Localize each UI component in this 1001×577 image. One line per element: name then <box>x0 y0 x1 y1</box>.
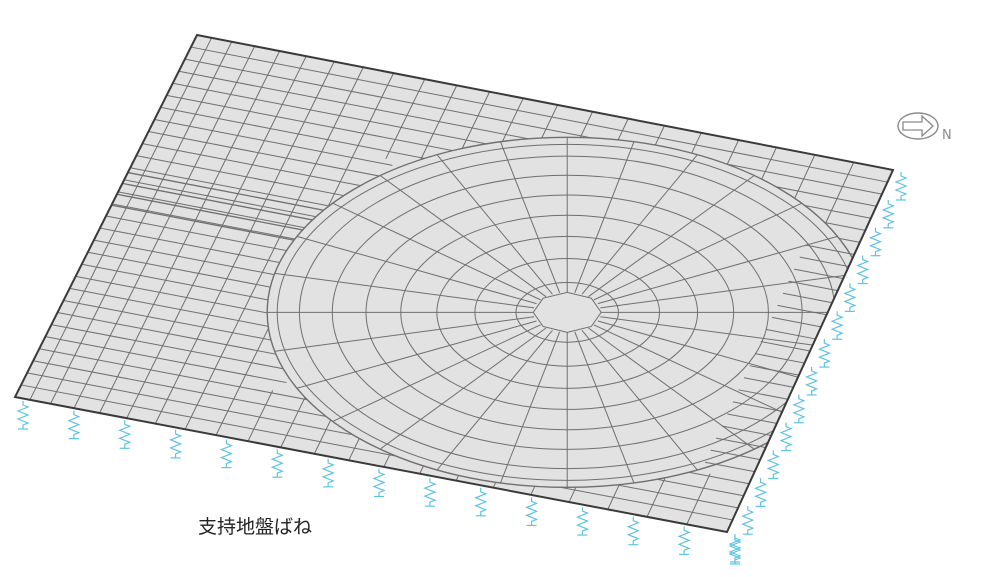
ground-spring <box>372 468 386 497</box>
support-spring-caption: 支持地盤ばね <box>198 516 313 538</box>
ground-spring <box>856 255 870 284</box>
mesh-line-longitudinal <box>51 324 293 371</box>
ground-spring <box>881 199 895 228</box>
mesh-line-longitudinal <box>749 365 800 376</box>
mesh-line-longitudinal <box>63 299 305 347</box>
mesh-line-longitudinal <box>766 328 816 340</box>
ground-spring <box>16 401 30 429</box>
mesh-line-longitudinal <box>142 143 381 190</box>
ground-spring <box>741 506 755 535</box>
ground-spring <box>868 227 883 256</box>
mesh-radial-line <box>588 327 755 450</box>
mesh-radial-line <box>436 330 553 471</box>
mesh-line-transverse <box>417 85 458 166</box>
ground-spring <box>843 283 857 312</box>
mesh-radial-line <box>574 141 635 294</box>
ground-spring <box>792 394 806 423</box>
slab-edge <box>13 33 895 534</box>
mesh-radial-line <box>574 331 635 484</box>
ground-spring <box>817 339 832 368</box>
circle-mesh-group <box>266 136 868 489</box>
mesh-line-transverse <box>385 78 426 160</box>
mesh-line-longitudinal <box>154 118 393 166</box>
ground-spring <box>168 429 183 458</box>
mesh-line-longitudinal <box>45 336 287 384</box>
compass-label: N <box>942 128 952 143</box>
mesh-radial-line <box>600 272 860 309</box>
ground-spring <box>779 422 793 451</box>
mesh-radial-line <box>274 272 535 309</box>
mesh-radial-line <box>332 324 541 422</box>
mesh-line-longitudinal <box>799 256 849 268</box>
ground-spring <box>67 410 81 439</box>
mesh-radial-line <box>499 331 561 484</box>
ground-spring <box>219 439 234 468</box>
mesh-line-longitudinal <box>738 389 788 400</box>
circular-mesh-zone <box>266 136 868 489</box>
ground-spring <box>804 366 819 395</box>
mesh-line-longitudinal <box>704 461 755 473</box>
north-arrow-icon: N <box>897 112 952 143</box>
ground-spring <box>766 450 780 479</box>
ground-spring <box>894 172 908 200</box>
ground-spring <box>118 420 132 449</box>
ground-spring <box>728 536 742 564</box>
mesh-line-longitudinal <box>755 353 805 364</box>
mesh-radial-line <box>274 316 535 352</box>
mesh-line-longitudinal <box>760 341 811 352</box>
mesh-line-longitudinal <box>732 401 783 412</box>
mesh-line-longitudinal <box>777 304 827 316</box>
mesh-radial-line <box>296 235 537 305</box>
mesh-line-longitudinal <box>20 384 733 521</box>
mesh-line-longitudinal <box>721 425 772 436</box>
mesh-line-longitudinal <box>148 131 387 178</box>
circle-zone-fill <box>267 137 868 488</box>
mesh-line-longitudinal <box>57 312 299 359</box>
mesh-line-longitudinal <box>771 316 822 328</box>
mesh-line-longitudinal <box>794 268 844 280</box>
mesh-radial-line <box>379 175 547 298</box>
mesh-radial-line <box>499 141 561 294</box>
mesh-center-cell <box>532 291 602 333</box>
mesh-radial-line <box>332 202 541 301</box>
mesh-line-longitudinal <box>727 413 777 424</box>
mesh-radial-line <box>593 324 802 422</box>
ground-spring <box>728 534 742 562</box>
ground-spring <box>270 449 284 478</box>
mesh-radial-line <box>593 202 802 301</box>
mesh-line-longitudinal <box>743 377 794 388</box>
mesh-radial-line <box>597 235 838 305</box>
mesh-radial-line <box>581 154 698 295</box>
mesh-line-longitudinal <box>710 449 761 461</box>
mesh-radial-line <box>588 175 755 298</box>
mesh-line-longitudinal <box>805 244 855 255</box>
ground-spring <box>524 497 539 526</box>
ground-spring <box>626 516 640 545</box>
mesh-line-longitudinal <box>716 437 766 449</box>
mesh-line-longitudinal <box>782 292 833 304</box>
mesh-line-longitudinal <box>190 46 888 183</box>
mesh-line-longitudinal <box>184 58 883 195</box>
mesh-line-longitudinal <box>136 155 375 203</box>
mesh-line-transverse <box>247 390 274 442</box>
ground-spring <box>474 487 488 516</box>
mesh-line-transverse <box>280 396 306 448</box>
ground-spring <box>321 458 335 487</box>
ground-spring <box>753 478 768 507</box>
mesh-radial-line <box>296 320 537 389</box>
slab-outline <box>13 33 895 534</box>
ground-spring <box>423 478 437 507</box>
ground-spring <box>677 526 691 555</box>
ground-spring <box>830 311 844 340</box>
mesh-line-transverse <box>686 473 711 525</box>
ground-spring <box>575 507 590 536</box>
mesh-radial-line <box>436 154 553 295</box>
mesh-radial-line <box>379 327 547 450</box>
mesh-radial-line <box>581 330 698 471</box>
mesh-line-longitudinal <box>788 280 838 292</box>
ground-springs <box>16 172 908 565</box>
